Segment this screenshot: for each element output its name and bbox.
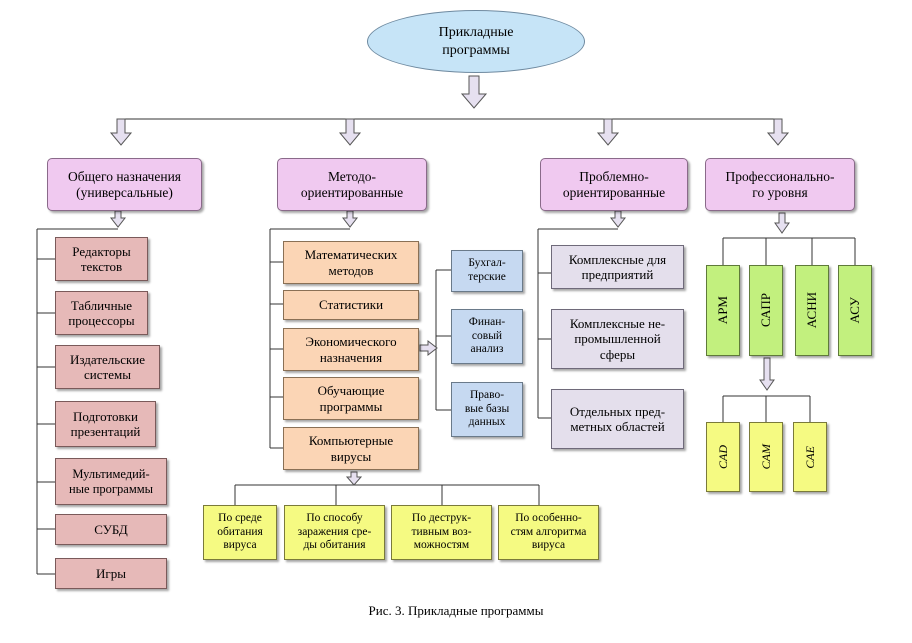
problem-item-label: Комплексные не- промышленной сферы	[569, 316, 666, 362]
virus-item: По среде обитания вируса	[203, 505, 277, 560]
category-method: Методо- ориентированные	[277, 158, 427, 211]
virus-item: По особенно- стям алгоритма вируса	[498, 505, 599, 560]
category-problem-label: Проблемно- ориентированные	[562, 168, 666, 200]
method-item-label: Обучающие программы	[317, 383, 385, 414]
category-general: Общего назначения (универсальные)	[47, 158, 202, 211]
general-item-label: Мультимедий- ные программы	[68, 466, 154, 496]
category-professional: Профессионально- го уровня	[705, 158, 855, 211]
method-item-label: Математических методов	[304, 247, 398, 278]
general-item-label: Редакторы текстов	[72, 243, 131, 274]
general-item: Издательские системы	[55, 345, 160, 389]
professional-item-label: САПР	[758, 293, 774, 328]
problem-item: Комплексные не- промышленной сферы	[551, 309, 684, 369]
general-item-label: Издательские системы	[69, 351, 146, 382]
sapr-item-label: CAM	[758, 444, 773, 470]
general-item-label: Игры	[96, 565, 126, 581]
problem-item-label: Отдельных пред- метных областей	[569, 403, 666, 434]
professional-item-label: АРМ	[715, 296, 731, 325]
general-item: Редакторы текстов	[55, 237, 148, 281]
general-item-label: Подготовки презентаций	[70, 408, 141, 439]
root-node: Прикладные программы	[367, 10, 585, 73]
category-professional-label: Профессионально- го уровня	[725, 168, 835, 200]
general-item: Мультимедий- ные программы	[55, 458, 167, 505]
method-item: Статистики	[283, 290, 419, 320]
virus-item-label: По особенно- стям алгоритма вируса	[510, 512, 587, 552]
general-item: СУБД	[55, 514, 167, 545]
category-problem: Проблемно- ориентированные	[540, 158, 688, 211]
economic-item: Право- вые базы данных	[451, 382, 523, 437]
general-item: Подготовки презентаций	[55, 401, 156, 447]
method-item: Математических методов	[283, 241, 419, 284]
problem-item: Комплексные для предприятий	[551, 245, 684, 289]
virus-item-label: По среде обитания вируса	[217, 512, 263, 552]
economic-item-label: Финан- совый анализ	[468, 316, 506, 356]
professional-item: АРМ	[706, 265, 740, 356]
professional-item: САПР	[749, 265, 783, 356]
professional-item: АСНИ	[795, 265, 829, 356]
method-item: Экономического назначения	[283, 328, 419, 371]
economic-item: Финан- совый анализ	[451, 309, 523, 364]
method-item-label: Статистики	[318, 297, 384, 313]
sapr-item-label: CAE	[802, 445, 817, 469]
professional-item: АСУ	[838, 265, 872, 356]
sapr-item: CAD	[706, 422, 740, 492]
virus-item: По способу заражения сре- ды обитания	[284, 505, 385, 560]
category-general-label: Общего назначения (универсальные)	[68, 168, 181, 200]
method-item: Компьютерные вирусы	[283, 427, 419, 470]
figure-caption: Рис. 3. Прикладные программы	[368, 603, 544, 618]
general-item-label: СУБД	[94, 521, 128, 537]
general-item-label: Табличные процессоры	[68, 297, 135, 328]
general-item: Табличные процессоры	[55, 291, 148, 335]
professional-item-label: АСУ	[847, 297, 863, 324]
virus-item-label: По деструк- тивным воз- можностям	[411, 512, 472, 552]
virus-item: По деструк- тивным воз- можностям	[391, 505, 492, 560]
category-method-label: Методо- ориентированные	[300, 168, 404, 200]
root-label: Прикладные программы	[438, 25, 514, 58]
economic-item-label: Право- вые базы данных	[464, 389, 510, 429]
sapr-item: CAM	[749, 422, 783, 492]
problem-item: Отдельных пред- метных областей	[551, 389, 684, 449]
virus-item-label: По способу заражения сре- ды обитания	[297, 512, 372, 552]
professional-item-label: АСНИ	[804, 292, 820, 329]
method-item-label: Компьютерные вирусы	[308, 433, 394, 464]
economic-item: Бухгал- терские	[451, 250, 523, 292]
problem-item-label: Комплексные для предприятий	[568, 251, 667, 282]
general-item: Игры	[55, 558, 167, 589]
method-item: Обучающие программы	[283, 377, 419, 420]
sapr-item: CAE	[793, 422, 827, 492]
sapr-item-label: CAD	[715, 445, 730, 469]
method-item-label: Экономического назначения	[305, 334, 397, 365]
economic-item-label: Бухгал- терские	[468, 257, 506, 283]
